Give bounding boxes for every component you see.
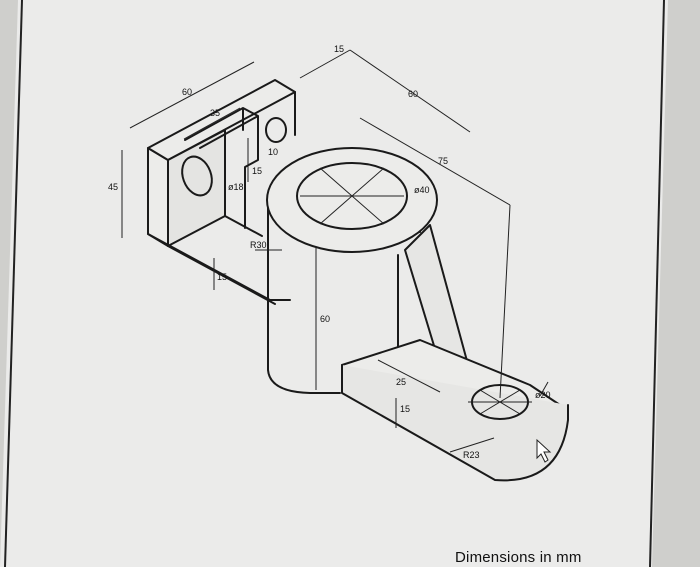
dim-r30: R30 [250, 240, 267, 250]
upright-block-front-face [147, 147, 169, 247]
dim-15-top: 15 [334, 44, 344, 54]
dim-60-center: 60 [320, 314, 330, 324]
dim-75: 75 [438, 156, 448, 166]
dim-60-right: 60 [408, 89, 418, 99]
dim-15-slot: 15 [252, 166, 262, 176]
dim-60-top: 60 [182, 87, 192, 97]
boss-top-inner [296, 162, 408, 230]
dim-25: 25 [396, 377, 406, 387]
dim-dia20: ø20 [535, 390, 551, 400]
mouse-cursor-icon [536, 438, 552, 463]
isometric-part [147, 79, 569, 482]
dim-dia40: ø40 [414, 185, 430, 195]
paper-right-edge [649, 0, 665, 567]
dim-15-base: 15 [400, 404, 410, 414]
upright-slot [184, 107, 259, 229]
dim-10: 10 [268, 147, 278, 157]
paper-sheet [0, 0, 668, 567]
dim-35: 35 [210, 108, 220, 118]
dim-45: 45 [108, 182, 118, 192]
dim-r23: R23 [463, 450, 480, 460]
dim-15-left: 15 [217, 272, 227, 282]
paper-left-edge [4, 0, 23, 567]
back-hole [265, 117, 287, 143]
upright-base [147, 233, 291, 305]
dimensions-caption: Dimensions in mm [455, 549, 582, 566]
upright-hole [181, 155, 213, 197]
dim-dia18: ø18 [228, 182, 244, 192]
arm-front-face [341, 364, 569, 482]
dimension-lines [121, 49, 549, 453]
